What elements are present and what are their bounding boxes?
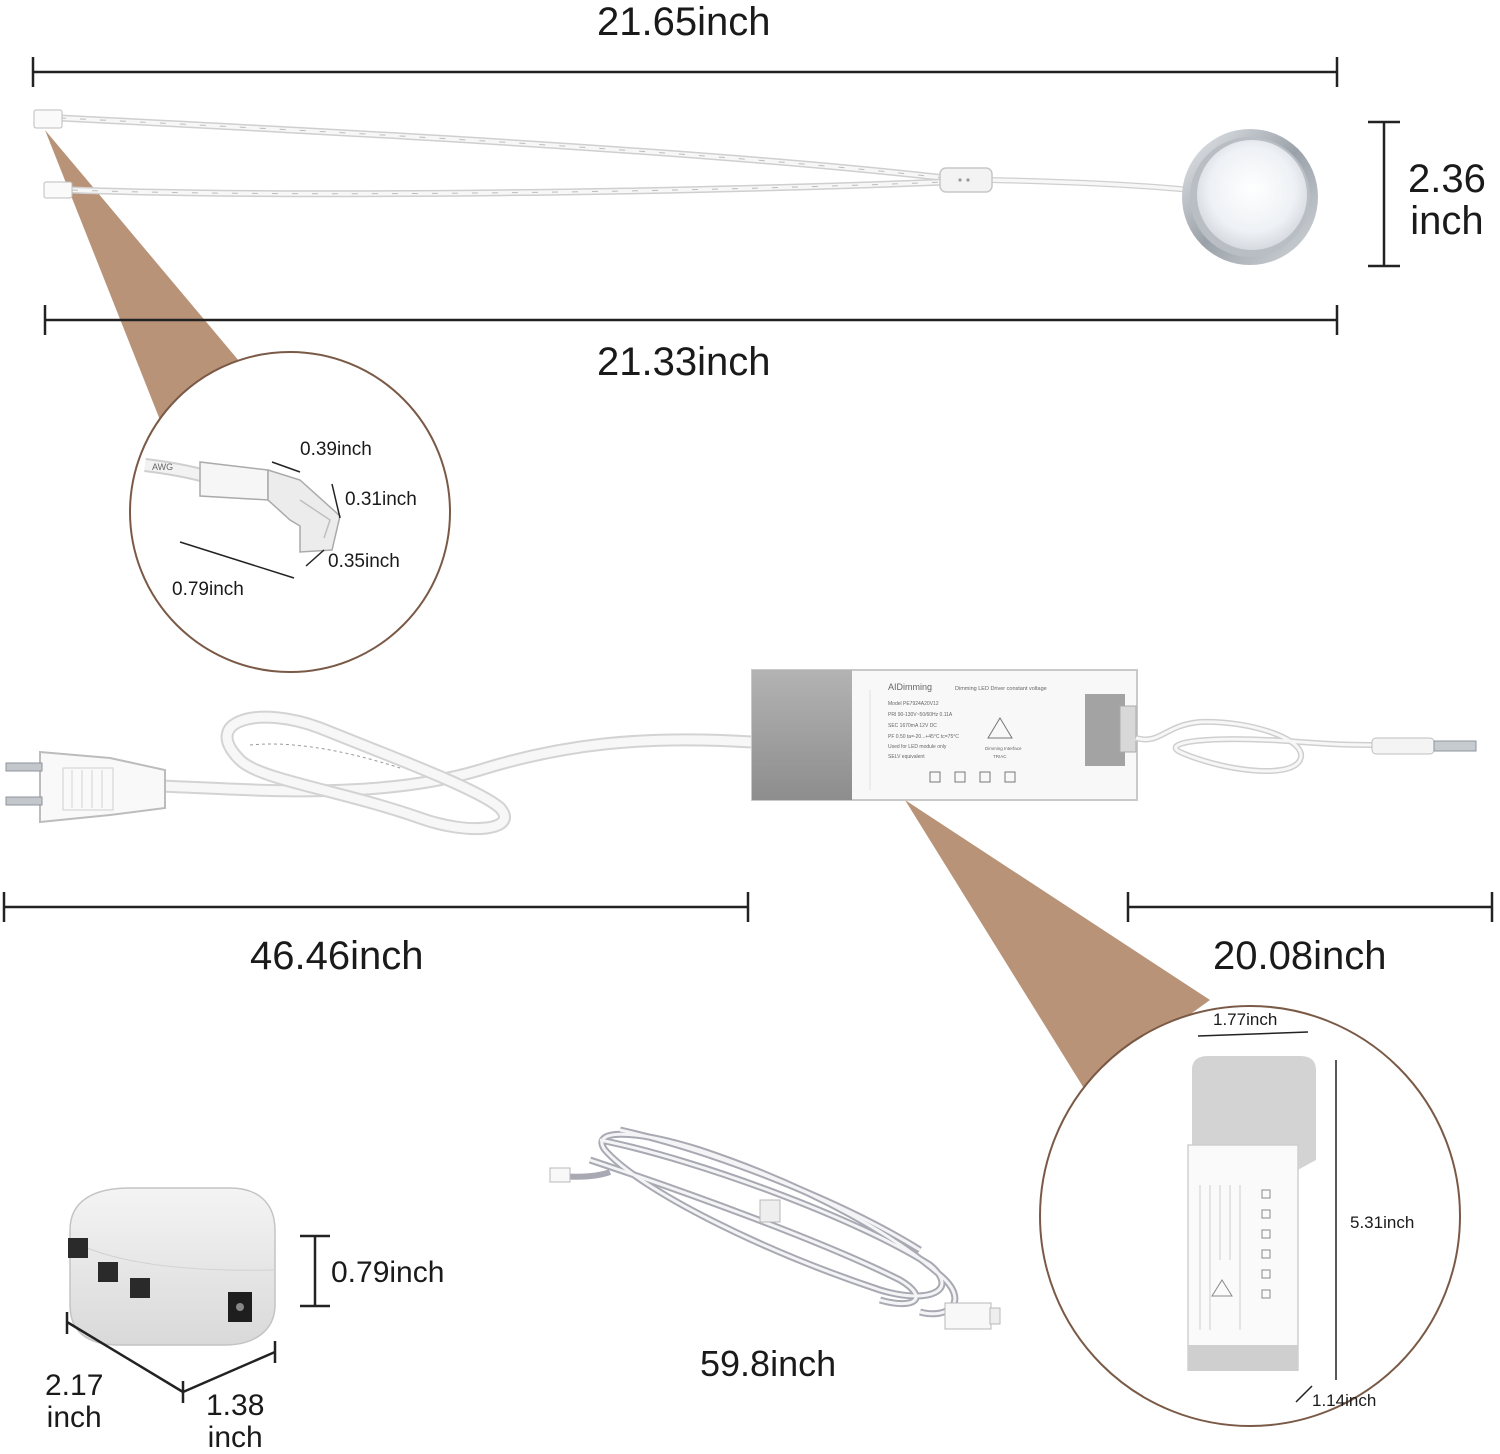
label-driver-length: 5.31inch [1350,1213,1415,1232]
label-plug-length: 0.79inch [172,579,244,600]
connector-plug-icon [199,461,341,553]
driver-interface-sub: TRIAC [993,754,1007,759]
junction-hub-icon [68,1187,276,1346]
driver-sec: SEC 1670mA 12V DC [888,723,937,729]
label-light-diameter: 2.36 inch [1408,158,1486,242]
driver-interface: Dimming Interface [985,746,1022,751]
label-extension-cable-length: 59.8inch [700,1343,837,1384]
label-hub-length-unit: inch [46,1400,102,1434]
driver-title: Dimming LED Driver constant voltage [955,686,1047,692]
label-output-cord-length: 20.08inch [1213,934,1387,978]
label-light-cable-length: 21.33inch [597,340,771,384]
dimension-line-diameter [1368,120,1400,268]
driver-pf: PF 0.50 ta=-20...+45°C tc=75°C [888,734,959,740]
label-plug-depth: 0.35inch [328,551,400,572]
label-light-overall-length: 21.65inch [597,0,771,44]
driver-dimension-arrows [1197,1031,1337,1403]
label-plug-width: 0.39inch [300,439,372,460]
label-hub-width: 1.38 inch [206,1390,264,1453]
driver-model: Model PE7924A20V12 [888,701,939,707]
ac-plug-icon [5,710,753,836]
driver-brand: AIDimming [888,682,932,692]
label-power-cord-length: 46.46inch [250,934,424,978]
svg-text:AWG: AWG [152,462,173,472]
label-driver-thickness: 1.14inch [1312,1391,1377,1410]
label-hub-height: 0.79inch [331,1256,445,1289]
label-hub-length-value: 2.17 [45,1369,104,1402]
driver-callout-wedge [905,800,1210,1090]
dimension-line-overall [31,57,1339,87]
dimension-line-cable [43,305,1339,335]
driver-callout-circle [1039,1005,1461,1427]
label-hub-length: 2.17 inch [45,1370,103,1433]
label-light-diameter-unit: inch [1410,199,1484,243]
label-driver-width: 1.77inch [1213,1010,1278,1029]
dimension-line-power-cord [2,892,750,922]
label-light-diameter-value: 2.36 [1408,157,1486,201]
hub-dimension-lines [65,1234,330,1403]
coiled-cable-icon [549,1126,1001,1330]
driver-selv: SELV equivalent [888,754,925,760]
label-plug-height: 0.31inch [345,489,417,510]
driver-use: Used for LED module only [888,744,947,750]
dimension-line-output-cord [1126,892,1494,922]
connector-dimension-arrows [179,461,341,579]
driver-pri: PRI 90-130V~50/60Hz 0.11A [888,712,953,718]
label-hub-width-unit: inch [207,1420,263,1454]
label-hub-width-value: 1.38 [206,1389,265,1422]
puck-light-icon [33,109,1318,265]
connector-callout-wedge [45,130,255,420]
led-driver-icon: AIDimming Dimming LED Driver constant vo… [751,669,1477,801]
